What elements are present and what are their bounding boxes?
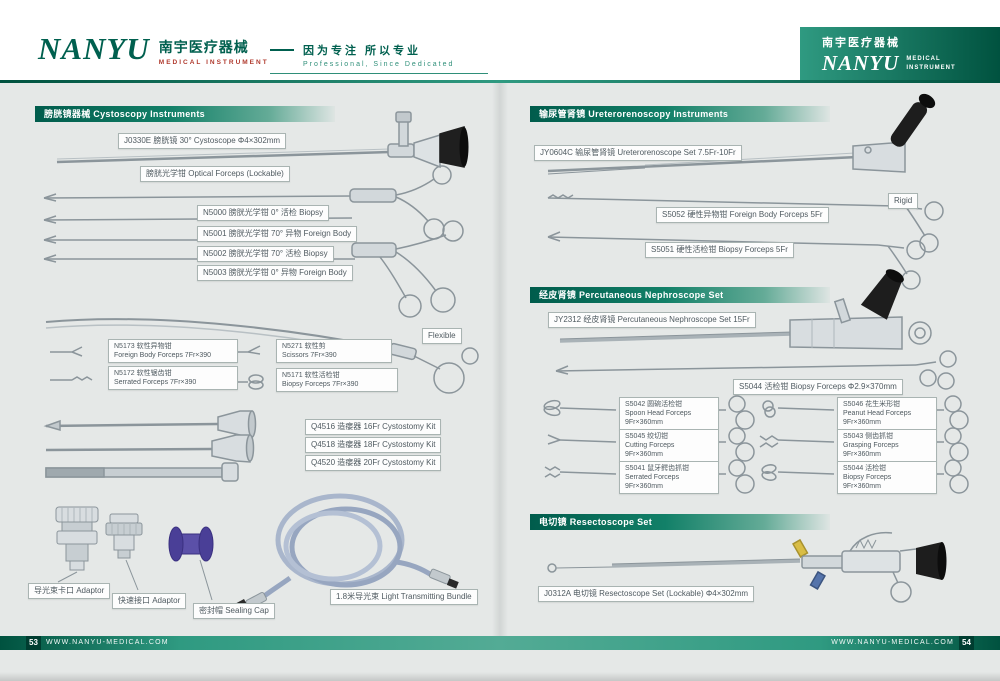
label-line: S5046 花生米形钳 <box>843 401 901 408</box>
product-label-q4516: Q4516 造瘘器 16Fr Cystostomy Kit <box>305 419 442 436</box>
product-label-q4520: Q4520 造瘘器 20Fr Cystostomy Kit <box>305 455 442 472</box>
label-line: Peanut Head Forceps <box>843 410 912 418</box>
product-label-n5003: N5003 膀胱光学钳 0° 异物 Foreign Body <box>197 265 353 282</box>
corner-wordmark: NANYU <box>822 51 900 75</box>
product-label-s5042: S5042 圆碗活检钳 Spoon Head Forceps 9Fr×360mm <box>619 397 719 431</box>
product-label-n5173: N5173 软性异物钳 Foreign Body Forceps 7Fr×390 <box>108 339 238 364</box>
product-label-n5002: N5002 膀胱光学钳 70° 活检 Biopsy <box>197 246 334 263</box>
label-line: N5173 软性异物钳 <box>114 343 172 350</box>
ureteroscope-illustration <box>547 93 936 175</box>
optical-forceps-handles <box>349 165 464 318</box>
product-label-light-adaptor: 导光束卡口 Adaptor <box>28 583 111 600</box>
sealing-cap-illustration <box>168 526 214 601</box>
resectoscope-illustration <box>547 531 947 603</box>
product-label-j0312a: J0312A 电切镜 Resectoscope Set (Lockable) Φ… <box>538 586 755 603</box>
slogan-english: Professional, Since Dedicated <box>303 61 455 68</box>
label-line: Scissors 7Fr×390 <box>282 352 337 360</box>
label-line: 9Fr×360mm <box>625 451 663 459</box>
label-line: Biopsy Forceps 7Fr×390 <box>282 381 359 389</box>
page-number-left: 53 <box>26 636 41 650</box>
product-label-n5172: N5172 软性锯齿钳 Serrated Forceps 7Fr×390 <box>108 366 238 391</box>
footer-bar <box>0 636 1000 650</box>
page-number-right: 54 <box>959 636 974 650</box>
product-label-s5044-long: S5044 活检钳 Biopsy Forceps Φ2.9×370mm <box>733 379 903 396</box>
light-bundle-illustration <box>235 493 459 610</box>
product-label-quick-adaptor: 快速接口 Adaptor <box>112 593 187 610</box>
label-line: S5042 圆碗活检钳 <box>625 401 683 408</box>
tag-flexible: Flexible <box>422 328 462 345</box>
footer-url-right: WWW.NANYU-MEDICAL.COM <box>831 639 954 646</box>
page-bottom-shadow <box>0 672 1000 681</box>
label-line: Serrated Forceps <box>625 474 680 482</box>
label-line: N5171 软性活检钳 <box>282 372 340 379</box>
product-label-n5001: N5001 膀胱光学钳 70° 异物 Foreign Body <box>197 226 358 243</box>
label-line: 9Fr×360mm <box>625 419 663 427</box>
page-gutter-shadow <box>492 83 508 636</box>
corner-chinese-name: 南宇医疗器械 <box>822 37 900 49</box>
brand-logo: NANYU 南宇医疗器械 MEDICAL INSTRUMENT <box>38 31 269 66</box>
slogan: 因为专注 所以专业 Professional, Since Dedicated <box>270 42 489 74</box>
label-line: S5044 活检钳 <box>843 465 887 472</box>
product-label-jy2312: JY2312 经皮肾镜 Percutaneous Nephroscope Set… <box>548 312 756 329</box>
uretero-forceps-illustrations <box>547 194 944 290</box>
corner-subtitle-line1: MEDICAL <box>906 56 941 63</box>
label-line: N5271 软性剪 <box>282 343 326 350</box>
product-label-s5044-grid: S5044 活检钳 Biopsy Forceps 9Fr×360mm <box>837 461 937 495</box>
product-label-s5046: S5046 花生米形钳 Peanut Head Forceps 9Fr×360m… <box>837 397 937 431</box>
label-line: S5043 侧齿抓钳 <box>843 433 894 440</box>
section-header-ureterorenoscopy: 输尿管肾镜 Ureterorenoscopy Instruments <box>530 106 830 122</box>
label-line: 9Fr×360mm <box>843 483 881 491</box>
section-header-nephroscope: 经皮肾镜 Percutaneous Nephroscope Set <box>530 287 830 303</box>
nephroscope-illustration <box>559 269 932 350</box>
label-line: Foreign Body Forceps 7Fr×390 <box>114 352 212 360</box>
product-label-q4518: Q4518 造瘘器 18Fr Cystostomy Kit <box>305 437 442 454</box>
label-line: Serrated Forceps 7Fr×390 <box>114 379 197 387</box>
product-label-n5000: N5000 膀胱光学钳 0° 活检 Biopsy <box>197 205 330 222</box>
section-header-resectoscope: 电切镜 Resectoscope Set <box>530 514 830 530</box>
adaptor-illustrations <box>55 506 143 591</box>
product-label-s5051: S5051 硬性活检钳 Biopsy Forceps 5Fr <box>645 242 794 259</box>
nephro-biopsy-forceps-illustration <box>555 350 957 390</box>
product-label-n5171: N5171 软性活检钳 Biopsy Forceps 7Fr×390 <box>276 368 398 393</box>
product-label-optical-forceps: 膀胱光学钳 Optical Forceps (Lockable) <box>140 166 290 183</box>
product-label-s5041: S5041 鼠牙鳄齿抓钳 Serrated Forceps 9Fr×360mm <box>619 461 719 495</box>
slogan-row: 因为专注 所以专业 <box>270 42 454 58</box>
label-line: Grasping Forceps <box>843 442 899 450</box>
slogan-dash-line <box>270 49 294 51</box>
corner-subtitle: MEDICAL INSTRUMENT <box>906 55 955 71</box>
section-header-cystoscopy: 膀胱镜器械 Cystoscopy Instruments <box>35 106 335 122</box>
product-label-sealing-cap: 密封帽 Sealing Cap <box>193 603 275 620</box>
brand-chinese-name: 南宇医疗器械 <box>158 39 249 55</box>
label-line: S5045 绞切钳 <box>625 433 669 440</box>
header-divider-rule <box>0 80 1000 83</box>
slogan-chinese: 因为专注 所以专业 <box>303 45 422 57</box>
label-line: Biopsy Forceps <box>843 474 892 482</box>
brand-chinese-block: 南宇医疗器械 MEDICAL INSTRUMENT <box>159 34 269 66</box>
product-label-jy0604c: JY0604C 输尿管肾镜 Ureterorenoscope Set 7.5Fr… <box>534 145 742 162</box>
label-line: 9Fr×360mm <box>843 419 881 427</box>
brand-subtitle: MEDICAL INSTRUMENT <box>158 59 269 66</box>
label-line: S5041 鼠牙鳄齿抓钳 <box>625 465 690 472</box>
product-label-n5271: N5271 软性剪 Scissors 7Fr×390 <box>276 339 392 364</box>
corner-brand-block: 南宇医疗器械 NANYU MEDICAL INSTRUMENT <box>800 27 1000 80</box>
product-label-j0330e: J0330E 膀胱镜 30° Cystoscope Φ4×302mm <box>118 133 287 150</box>
label-line: 9Fr×360mm <box>843 451 881 459</box>
footer-url-left: WWW.NANYU-MEDICAL.COM <box>46 639 169 646</box>
page-header: NANYU 南宇医疗器械 MEDICAL INSTRUMENT 因为专注 所以专… <box>0 0 1000 80</box>
product-label-s5045: S5045 绞切钳 Cutting Forceps 9Fr×360mm <box>619 429 719 463</box>
corner-brand-row: NANYU MEDICAL INSTRUMENT <box>822 51 984 76</box>
cystoscope-illustration <box>56 111 469 169</box>
product-label-light-bundle: 1.8米导光束 Light Transmitting Bundle <box>330 589 478 606</box>
product-label-s5043: S5043 侧齿抓钳 Grasping Forceps 9Fr×360mm <box>837 429 937 463</box>
product-label-s5052: S5052 硬性异物钳 Foreign Body Forceps 5Fr <box>656 207 829 224</box>
corner-subtitle-line2: INSTRUMENT <box>906 64 956 71</box>
label-line: Cutting Forceps <box>625 442 675 450</box>
label-line: Spoon Head Forceps <box>625 410 692 418</box>
label-line: 9Fr×360mm <box>625 483 663 491</box>
label-line: N5172 软性锯齿钳 <box>114 370 172 377</box>
brand-wordmark: NANYU <box>38 31 150 66</box>
tag-rigid: Rigid <box>888 193 919 210</box>
cystostomy-kit-illustrations <box>43 410 257 482</box>
